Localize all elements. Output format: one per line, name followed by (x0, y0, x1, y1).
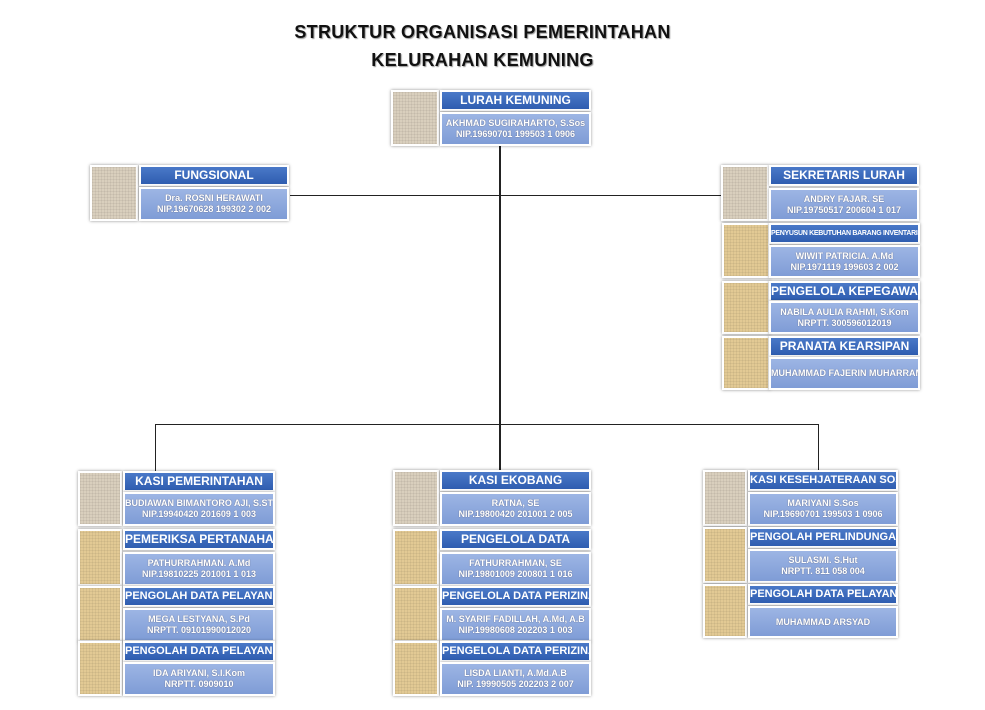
position-title: PRANATA KEARSIPAN (769, 336, 920, 357)
position-title: PENGOLAH DATA PELAYANAN (748, 584, 898, 605)
photo-placeholder-icon (703, 470, 747, 526)
connector-line (499, 143, 501, 471)
person-name: PATHURRAHMAN. A.Md (147, 558, 251, 568)
person-id-number: NIP.19690701 199503 1 0906 (456, 129, 575, 139)
person-id-number: NRPTT. 811 058 004 (781, 566, 865, 576)
photo-placeholder-icon (78, 641, 122, 696)
person-id-number: NIP.19800420 201001 2 005 (458, 509, 573, 519)
position-title: SEKRETARIS LURAH (769, 165, 919, 186)
person-name: NABILA AULIA RAHMI, S.Kom (780, 306, 909, 317)
person-name: FATHURRAHMAN, SE (469, 558, 562, 568)
person-name: Dra. ROSNI HERAWATI (165, 193, 263, 203)
person-info: LISDA LIANTI, A.Md.A.B NIP. 19990505 202… (440, 662, 591, 696)
photo-placeholder-icon (78, 529, 122, 586)
position-title: PEMERIKSA PERTANAHAN (123, 529, 275, 550)
position-title: LURAH KEMUNING (440, 90, 591, 111)
person-name: IDA ARIYANI, S.I.Kom (152, 668, 245, 678)
person-name: ANDRY FAJAR. SE (803, 193, 885, 204)
person-info: MARIYANI S.Sos NIP.19690701 199503 1 090… (748, 492, 898, 526)
position-title: PENGELOLA KEPEGAWAIAN (769, 281, 920, 302)
person-name: MARIYANI S.Sos (787, 498, 859, 508)
photo-placeholder-icon (393, 470, 439, 526)
position-title: PENGOLAH DATA PELAYANAN (123, 641, 275, 662)
photo-placeholder-icon (391, 90, 439, 146)
position-title: PENYUSUN KEBUTUHAN BARANG INVENTARIS (769, 223, 920, 244)
photo-placeholder-icon (90, 165, 138, 221)
person-name: BUDIAWAN BIMANTORO AJI, S.STP,M.AP (125, 498, 274, 508)
person-id-number: NIP.19810225 201001 1 013 (142, 569, 256, 579)
photo-placeholder-icon (722, 336, 770, 390)
photo-placeholder-icon (703, 527, 747, 583)
person-info: BUDIAWAN BIMANTORO AJI, S.STP,M.AP NIP.1… (123, 492, 275, 526)
position-title: KASI PEMERINTAHAN (123, 471, 275, 492)
photo-placeholder-icon (722, 223, 770, 278)
photo-placeholder-icon (78, 586, 122, 642)
person-info: WIWIT PATRICIA. A.Md NIP.1971119 199603 … (769, 245, 920, 278)
position-title: KASI EKOBANG (440, 470, 591, 491)
photo-placeholder-icon (393, 529, 439, 586)
person-name: AKHMAD SUGIRAHARTO, S.Sos (445, 118, 586, 128)
position-title: FUNGSIONAL (139, 165, 289, 186)
connector-line (155, 424, 819, 425)
connector-line (818, 424, 819, 471)
chart-title-line2: KELURAHAN KEMUNING (371, 50, 594, 70)
position-title: PENGELOLA DATA (440, 529, 591, 550)
person-id-number: NIP.19980608 202203 1 003 (458, 625, 573, 635)
person-name: RATNA, SE (491, 498, 540, 508)
photo-placeholder-icon (393, 586, 439, 642)
person-info: MEGA LESTYANA, S.Pd NRPTT. 0910199001202… (123, 608, 275, 642)
person-name: WIWIT PATRICIA. A.Md (795, 250, 894, 261)
person-name: MUHAMMAD ARSYAD (775, 616, 871, 627)
person-id-number: NRPTT. 300596012019 (797, 317, 892, 328)
person-info: MUHAMMAD FAJERIN MUHARRAM (769, 357, 920, 390)
photo-placeholder-icon (721, 165, 769, 221)
person-name: M. SYARIF FADILLAH, A.Md, A.B (446, 614, 585, 624)
person-info: FATHURRAHMAN, SE NIP.19801009 200801 1 0… (440, 552, 591, 586)
photo-placeholder-icon (722, 281, 770, 334)
photo-placeholder-icon (78, 471, 122, 526)
person-id-number: NIP. 19990505 202203 2 007 (457, 679, 574, 689)
person-id-number: NRPTT. 0909010 (164, 679, 234, 689)
position-title: PENGOLAH PERLINDUNGAN SOSIAL (748, 527, 898, 548)
person-id-number: NIP.19670628 199302 2 002 (157, 204, 271, 214)
person-info: NABILA AULIA RAHMI, S.Kom NRPTT. 3005960… (769, 301, 920, 334)
person-info: SULASMI. S.Hut NRPTT. 811 058 004 (748, 549, 898, 583)
person-id-number: NIP.19801009 200801 1 016 (458, 569, 573, 579)
position-title: PENGOLAH DATA PELAYANAN (123, 586, 275, 607)
connector-line (290, 195, 721, 196)
person-info: RATNA, SE NIP.19800420 201001 2 005 (440, 492, 591, 526)
person-info: Dra. ROSNI HERAWATI NIP.19670628 199302 … (139, 187, 289, 221)
person-id-number: NIP.19750517 200604 1 017 (787, 204, 901, 215)
person-id-number: NIP.1971119 199603 2 002 (790, 261, 899, 272)
person-name: LISDA LIANTI, A.Md.A.B (464, 668, 567, 678)
position-title: PENGELOLA DATA PERIZINAN (440, 641, 591, 662)
chart-title-line1: STRUKTUR ORGANISASI PEMERINTAHAN (294, 22, 671, 42)
position-title: KASI KESEHJATERAAN SOSIAL (748, 470, 898, 491)
connector-line (155, 424, 156, 471)
person-name: SULASMI. S.Hut (788, 555, 858, 565)
person-info: MUHAMMAD ARSYAD (748, 606, 898, 638)
person-info: PATHURRAHMAN. A.Md NIP.19810225 201001 1… (123, 552, 275, 586)
person-name: MEGA LESTYANA, S.Pd (148, 614, 250, 624)
person-info: AKHMAD SUGIRAHARTO, S.Sos NIP.19690701 1… (440, 112, 591, 146)
person-info: M. SYARIF FADILLAH, A.Md, A.B NIP.199806… (440, 608, 591, 642)
person-id-number: NIP.19940420 201609 1 003 (142, 509, 256, 519)
person-name: MUHAMMAD FAJERIN MUHARRAM (771, 368, 920, 378)
person-info: IDA ARIYANI, S.I.Kom NRPTT. 0909010 (123, 662, 275, 696)
person-id-number: NRPTT. 09101990012020 (146, 625, 252, 635)
photo-placeholder-icon (393, 641, 439, 696)
person-info: ANDRY FAJAR. SE NIP.19750517 200604 1 01… (769, 188, 919, 221)
person-id-number: NIP.19690701 199503 1 0906 (763, 509, 883, 519)
position-title: PENGELOLA DATA PERIZINAN (440, 586, 591, 607)
photo-placeholder-icon (703, 584, 747, 638)
